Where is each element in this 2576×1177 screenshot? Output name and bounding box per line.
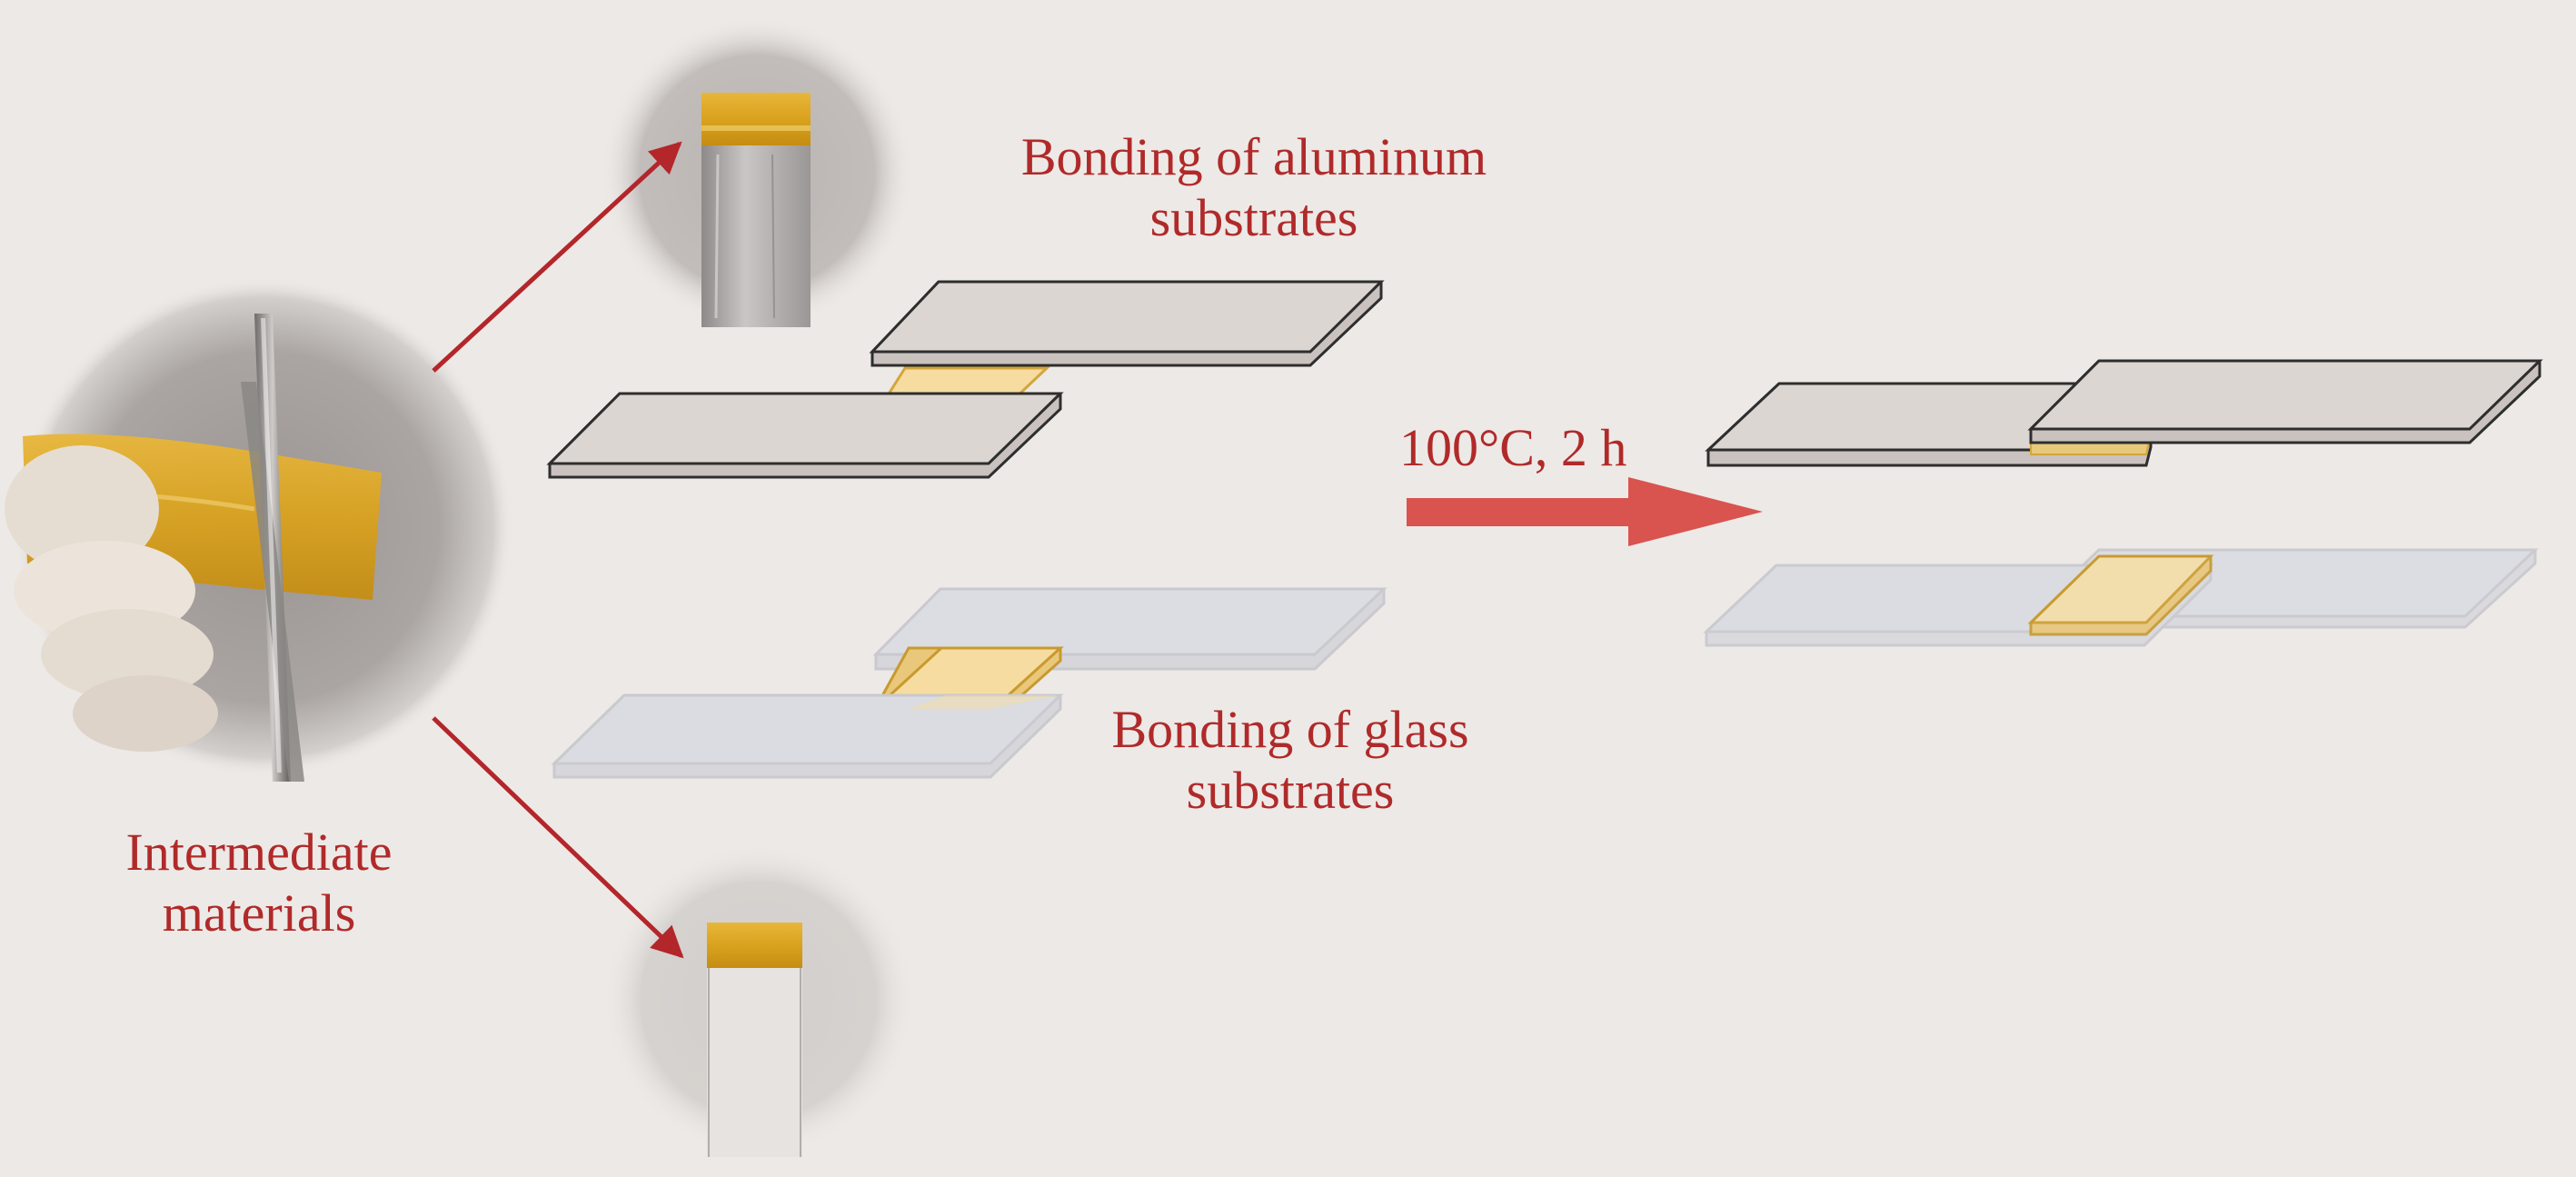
aluminum-label-line-1: Bonding of aluminum	[1020, 127, 1487, 186]
aluminum-label-line-2: substrates	[1149, 187, 1358, 247]
scissors-cutting-tape-photo	[5, 277, 513, 782]
glass-bonding-label: Bonding of glass substrates	[1054, 700, 1527, 821]
glass-strip-with-adhesive-photo	[602, 843, 915, 1157]
aluminum-substrates-bonded	[1705, 359, 2543, 467]
aluminum-bonding-label: Bonding of aluminum substrates	[963, 127, 1545, 248]
heating-condition-label: 100°C, 2 h	[1399, 418, 1672, 479]
arrow-to-aluminum-sample	[432, 141, 682, 373]
aluminum-substrates-before	[546, 280, 1385, 479]
glass-substrates-bonded	[1703, 548, 2539, 647]
glass-label-line-2: substrates	[1186, 760, 1395, 820]
heating-arrow	[1407, 477, 1763, 546]
glass-substrates-before	[551, 587, 1387, 779]
glass-label-line-1: Bonding of glass	[1111, 700, 1469, 759]
intermediate-label-line-2: materials	[162, 883, 356, 943]
intermediate-label-line-1: Intermediate	[125, 823, 393, 882]
intermediate-materials-label: Intermediate materials	[91, 823, 427, 943]
aluminum-strip-with-adhesive-photo	[601, 16, 913, 329]
arrow-to-glass-sample	[432, 716, 684, 959]
heating-condition-text: 100°C, 2 h	[1399, 418, 1627, 477]
